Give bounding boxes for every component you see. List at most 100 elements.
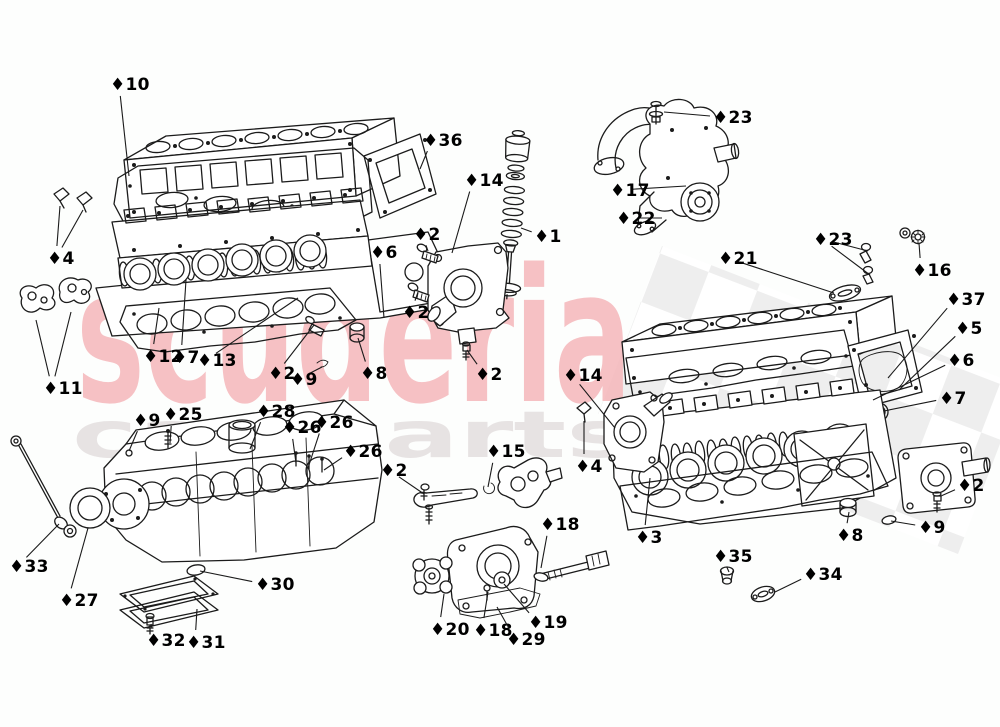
callout-label[interactable]: ♦32	[146, 631, 186, 651]
callout-16[interactable]: ♦16	[912, 242, 952, 281]
callout-7[interactable]: ♦7	[883, 389, 967, 412]
callout-label[interactable]: ♦2	[268, 364, 296, 384]
callout-label[interactable]: ♦2	[475, 365, 503, 385]
callout-5[interactable]: ♦5	[898, 319, 983, 391]
callout-label[interactable]: ♦2	[380, 461, 408, 481]
callout-9[interactable]: ♦9	[890, 518, 946, 538]
callout-6[interactable]: ♦6	[370, 243, 398, 319]
callout-26[interactable]: ♦26	[323, 442, 383, 471]
callout-21[interactable]: ♦21	[718, 249, 835, 294]
callout-label[interactable]: ♦20	[430, 620, 470, 640]
callout-label[interactable]: ♦8	[360, 364, 388, 384]
callout-4[interactable]: ♦4	[47, 205, 84, 269]
callout-label[interactable]: ♦17	[610, 181, 650, 201]
callout-label[interactable]: ♦5	[955, 319, 983, 339]
callout-label[interactable]: ♦22	[616, 209, 656, 229]
callout-30[interactable]: ♦30	[199, 570, 295, 595]
callout-25[interactable]: ♦25	[163, 405, 203, 444]
callout-10[interactable]: ♦10	[110, 75, 150, 177]
callout-32[interactable]: ♦32	[146, 623, 186, 651]
callout-label[interactable]: ♦37	[946, 290, 986, 310]
callout-14[interactable]: ♦14	[563, 366, 616, 429]
callout-label[interactable]: ♦13	[197, 351, 237, 371]
callout-label[interactable]: ♦7	[172, 348, 200, 368]
callout-label[interactable]: ♦34	[803, 565, 843, 585]
callout-18[interactable]: ♦18	[540, 515, 580, 569]
callout-2[interactable]: ♦2	[413, 225, 441, 252]
callout-2[interactable]: ♦2	[402, 291, 430, 323]
callout-12[interactable]: ♦12	[143, 307, 183, 367]
callout-7[interactable]: ♦7	[172, 279, 200, 368]
callout-label[interactable]: ♦9	[133, 411, 161, 431]
callout-22[interactable]: ♦22	[616, 209, 662, 229]
callout-9[interactable]: ♦9	[128, 411, 161, 452]
callout-label[interactable]: ♦26	[282, 418, 322, 438]
callout-4[interactable]: ♦4	[575, 421, 603, 477]
callout-label[interactable]: ♦7	[939, 389, 967, 409]
callout-label[interactable]: ♦19	[528, 613, 568, 633]
callout-28[interactable]: ♦28	[249, 402, 296, 450]
callout-8[interactable]: ♦8	[836, 511, 864, 546]
callout-label[interactable]: ♦1	[534, 227, 562, 247]
callout-label[interactable]: ♦29	[506, 630, 546, 650]
callout-label[interactable]: ♦11	[43, 379, 83, 399]
callout-label[interactable]: ♦23	[813, 230, 853, 250]
callout-14[interactable]: ♦14	[451, 171, 504, 254]
callout-label[interactable]: ♦31	[186, 633, 226, 653]
callout-label[interactable]: ♦3	[635, 528, 663, 548]
callout-label[interactable]: ♦14	[563, 366, 603, 386]
callout-label[interactable]: ♦21	[718, 249, 758, 269]
callout-2[interactable]: ♦2	[466, 349, 503, 385]
callout-label[interactable]: ♦26	[314, 413, 354, 433]
callout-label[interactable]: ♦10	[110, 75, 150, 95]
callout-label[interactable]: ♦12	[143, 347, 183, 367]
callout-label[interactable]: ♦4	[575, 457, 603, 477]
callout-label[interactable]: ♦28	[256, 402, 296, 422]
callout-label[interactable]: ♦6	[947, 351, 975, 371]
callout-label[interactable]: ♦2	[413, 225, 441, 245]
callout-26[interactable]: ♦26	[307, 413, 354, 469]
callout-label[interactable]: ♦2	[402, 303, 430, 323]
callout-label[interactable]: ♦30	[255, 575, 295, 595]
callout-34[interactable]: ♦34	[774, 565, 843, 593]
callout-23[interactable]: ♦23	[663, 108, 753, 128]
callout-29[interactable]: ♦29	[496, 606, 546, 650]
callout-33[interactable]: ♦33	[9, 523, 60, 577]
callout-label[interactable]: ♦27	[59, 591, 99, 611]
callout-label[interactable]: ♦16	[912, 261, 952, 281]
callout-label[interactable]: ♦8	[836, 526, 864, 546]
callout-label[interactable]: ♦26	[343, 442, 383, 462]
callout-13[interactable]: ♦13	[197, 297, 299, 371]
callout-11[interactable]: ♦11	[35, 311, 83, 399]
callout-label[interactable]: ♦14	[464, 171, 504, 191]
callout-35[interactable]: ♦35	[713, 547, 753, 573]
callout-label[interactable]: ♦18	[540, 515, 580, 535]
callout-9[interactable]: ♦9	[290, 366, 323, 390]
callout-26[interactable]: ♦26	[282, 418, 322, 464]
callout-label[interactable]: ♦4	[47, 249, 75, 269]
callout-2[interactable]: ♦2	[268, 324, 315, 384]
callout-2[interactable]: ♦2	[940, 476, 985, 497]
callout-6[interactable]: ♦6	[872, 351, 975, 401]
callout-label[interactable]: ♦25	[163, 405, 203, 425]
callout-36[interactable]: ♦36	[419, 131, 463, 170]
callout-19[interactable]: ♦19	[503, 583, 568, 633]
callout-1[interactable]: ♦1	[520, 227, 562, 247]
callout-31[interactable]: ♦31	[186, 608, 226, 653]
callout-label[interactable]: ♦6	[370, 243, 398, 263]
callout-8[interactable]: ♦8	[357, 337, 388, 384]
callout-15[interactable]: ♦15	[486, 442, 526, 488]
callout-2[interactable]: ♦2	[380, 461, 425, 495]
callout-label[interactable]: ♦35	[713, 547, 753, 567]
callout-label[interactable]: ♦18	[473, 621, 513, 641]
callout-label[interactable]: ♦2	[957, 476, 985, 496]
callout-17[interactable]: ♦17	[610, 181, 687, 201]
callout-18[interactable]: ♦18	[473, 591, 513, 641]
callout-20[interactable]: ♦20	[430, 593, 470, 640]
callout-label[interactable]: ♦33	[9, 557, 49, 577]
callout-27[interactable]: ♦27	[59, 527, 99, 611]
callout-23[interactable]: ♦23	[813, 230, 871, 276]
callout-37[interactable]: ♦37	[887, 290, 986, 379]
callout-label[interactable]: ♦23	[713, 108, 753, 128]
callout-label[interactable]: ♦9	[290, 370, 318, 390]
